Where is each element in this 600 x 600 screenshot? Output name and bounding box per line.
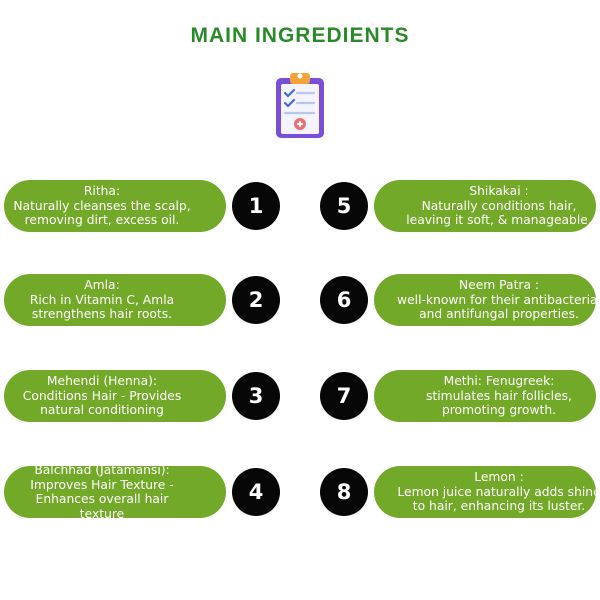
ingredient-description: and antifungal properties. [419,307,579,322]
ingredient-card-lemon: Lemon : Lemon juice naturally adds shine… [374,466,600,518]
ingredient-name: Neem Patra : [458,278,540,293]
ingredient-name: Amla: [84,278,120,293]
number-badge-6: 6 [320,276,368,324]
ingredient-name: Mehendi (Henna): [46,374,158,389]
ingredient-name: Ritha: [83,184,121,199]
ingredient-card-neem-patra: Neem Patra : well-known for their antiba… [374,274,600,326]
ingredient-card-amla: Amla: Rich in Vitamin C, Amla strengthen… [4,274,226,326]
ingredient-card-ritha: Ritha: Naturally cleanses the scalp, rem… [4,180,226,232]
ingredient-name: Shikakai : [469,184,529,199]
ingredient-name: Methi: Fenugreek: [443,374,555,389]
ingredient-description: well-known for their antibacterial [397,292,600,307]
ingredient-description: stimulates hair follicles, [426,388,572,403]
ingredient-description: Naturally conditions hair, [421,198,577,213]
ingredient-name: Lemon : [474,470,524,485]
number-badge-8: 8 [320,468,368,516]
number-badge-1: 1 [232,182,280,230]
ingredient-description: Lemon juice naturally adds shine [397,484,600,499]
clipboard-checklist-icon [276,73,324,138]
ingredient-card-balchhad: Balchhad (Jatamansi): Improves Hair Text… [4,463,226,521]
ingredient-card-shikakai: Shikakai : Naturally conditions hair, le… [374,180,596,232]
ingredient-name: Balchhad (Jatamansi): [34,463,170,477]
ingredient-description: to hair, enhancing its luster. [412,499,586,514]
ingredient-description: Conditions Hair - Provides [22,388,182,403]
ingredient-description: strengthens hair roots. [31,307,173,322]
ingredient-description: natural conditioning [40,403,164,418]
number-badge-2: 2 [232,276,280,324]
ingredient-description: Improves Hair Texture - [30,477,174,492]
number-badge-5: 5 [320,182,368,230]
ingredient-card-methi: Methi: Fenugreek: stimulates hair follic… [374,370,596,422]
page-title: MAIN INGREDIENTS [190,24,410,47]
number-badge-4: 4 [232,468,280,516]
ingredient-card-mehendi: Mehendi (Henna): Conditions Hair - Provi… [4,370,226,422]
number-badge-7: 7 [320,372,368,420]
ingredient-description: Enhances overall hair texture [35,492,169,521]
number-badge-3: 3 [232,372,280,420]
ingredient-description: Rich in Vitamin C, Amla [29,292,175,307]
ingredient-description: removing dirt, excess oil. [24,213,180,228]
ingredient-description: Naturally cleanses the scalp, [13,198,191,213]
ingredient-description: leaving it soft, & manageable. [406,213,592,228]
ingredient-description: promoting growth. [441,403,557,418]
